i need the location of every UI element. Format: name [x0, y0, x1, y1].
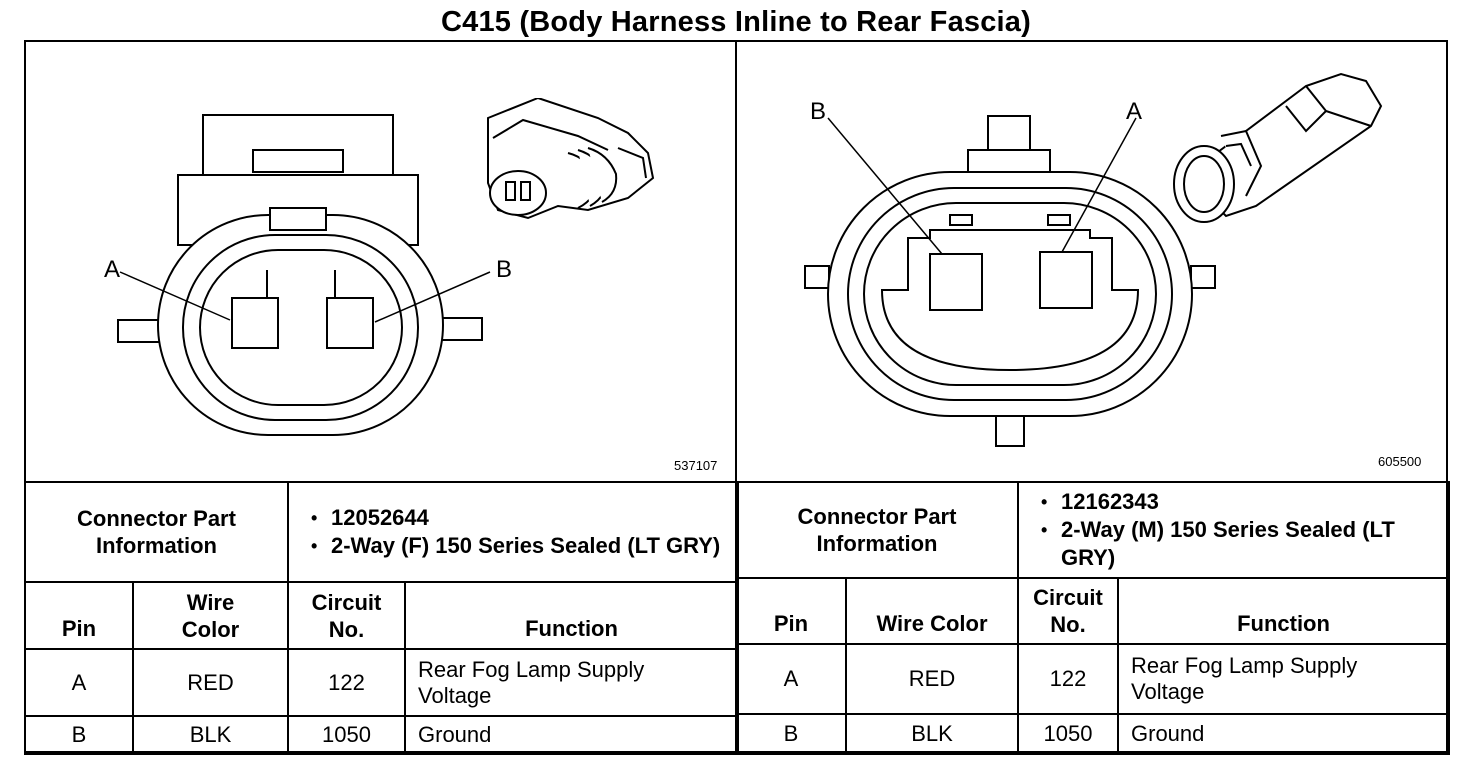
- right-part-description: 2-Way (M) 150 Series Sealed (LT GRY): [1041, 516, 1448, 572]
- left-row-a-function: Rear Fog Lamp Supply Voltage: [403, 648, 740, 717]
- table-row: A RED 122 Rear Fog Lamp Supply Voltage: [24, 648, 740, 717]
- left-connector-face-drawing: [117, 114, 491, 436]
- right-row-b-function: Ground: [1116, 713, 1451, 755]
- table-row: B BLK 1050 Ground: [735, 713, 1451, 755]
- left-row-b-function: Ground: [403, 715, 740, 755]
- table-row: B BLK 1050 Ground: [24, 715, 740, 755]
- right-connector-part-label: Connector Part Information: [735, 481, 1019, 579]
- right-connector-face-drawing: [804, 115, 1216, 447]
- right-row-b-circuit: 1050: [1017, 713, 1119, 755]
- table-row: A RED 122 Rear Fog Lamp Supply Voltage: [735, 643, 1451, 715]
- left-row-a-pin: A: [24, 648, 134, 717]
- right-header-function: Function: [1116, 577, 1451, 645]
- right-row-a-circuit: 122: [1017, 643, 1119, 715]
- right-pin-label-b: B: [810, 98, 827, 125]
- right-figure-id: 605500: [1378, 454, 1422, 469]
- left-row-b-pin: B: [24, 715, 134, 755]
- diagram-title: C415 (Body Harness Inline to Rear Fascia…: [440, 6, 1031, 38]
- right-row-b-pin: B: [735, 713, 847, 755]
- left-pin-label-b: B: [496, 256, 513, 283]
- left-figure-id: 537107: [674, 458, 718, 473]
- right-row-a-function: Rear Fog Lamp Supply Voltage: [1116, 643, 1451, 715]
- left-part-description: 2-Way (F) 150 Series Sealed (LT GRY): [311, 532, 737, 560]
- left-header-pin: Pin: [24, 581, 134, 650]
- right-part-number: 12162343: [1041, 488, 1448, 516]
- left-pinout-table: Connector Part Information 12052644 2-Wa…: [24, 481, 740, 755]
- right-part-info: 12162343 2-Way (M) 150 Series Sealed (LT…: [1016, 481, 1451, 579]
- right-row-b-wire-color: BLK: [845, 713, 1019, 755]
- right-connector-3d-icon: [1173, 72, 1383, 223]
- left-header-circuit: Circuit No.: [287, 581, 406, 650]
- left-part-number: 12052644: [311, 504, 737, 532]
- left-row-b-wire-color: BLK: [132, 715, 289, 755]
- left-row-a-circuit: 122: [287, 648, 406, 717]
- right-row-a-pin: A: [735, 643, 847, 715]
- right-pinout-table: Connector Part Information 12162343 2-Wa…: [735, 481, 1451, 755]
- right-pin-label-a: A: [1126, 98, 1143, 125]
- right-header-wire-color: Wire Color: [845, 577, 1019, 645]
- right-row-a-wire-color: RED: [845, 643, 1019, 715]
- left-row-a-wire-color: RED: [132, 648, 289, 717]
- left-pin-label-a: A: [104, 256, 121, 283]
- center-divider: [735, 40, 737, 753]
- left-part-info: 12052644 2-Way (F) 150 Series Sealed (LT…: [286, 481, 740, 583]
- right-header-circuit: Circuit No.: [1017, 577, 1119, 645]
- left-header-function: Function: [403, 581, 740, 650]
- right-header-pin: Pin: [735, 577, 847, 645]
- left-connector-part-label: Connector Part Information: [24, 481, 289, 583]
- left-row-b-circuit: 1050: [287, 715, 406, 755]
- left-header-wire-color: Wire Color: [132, 581, 289, 650]
- left-connector-3d-icon: [487, 98, 655, 220]
